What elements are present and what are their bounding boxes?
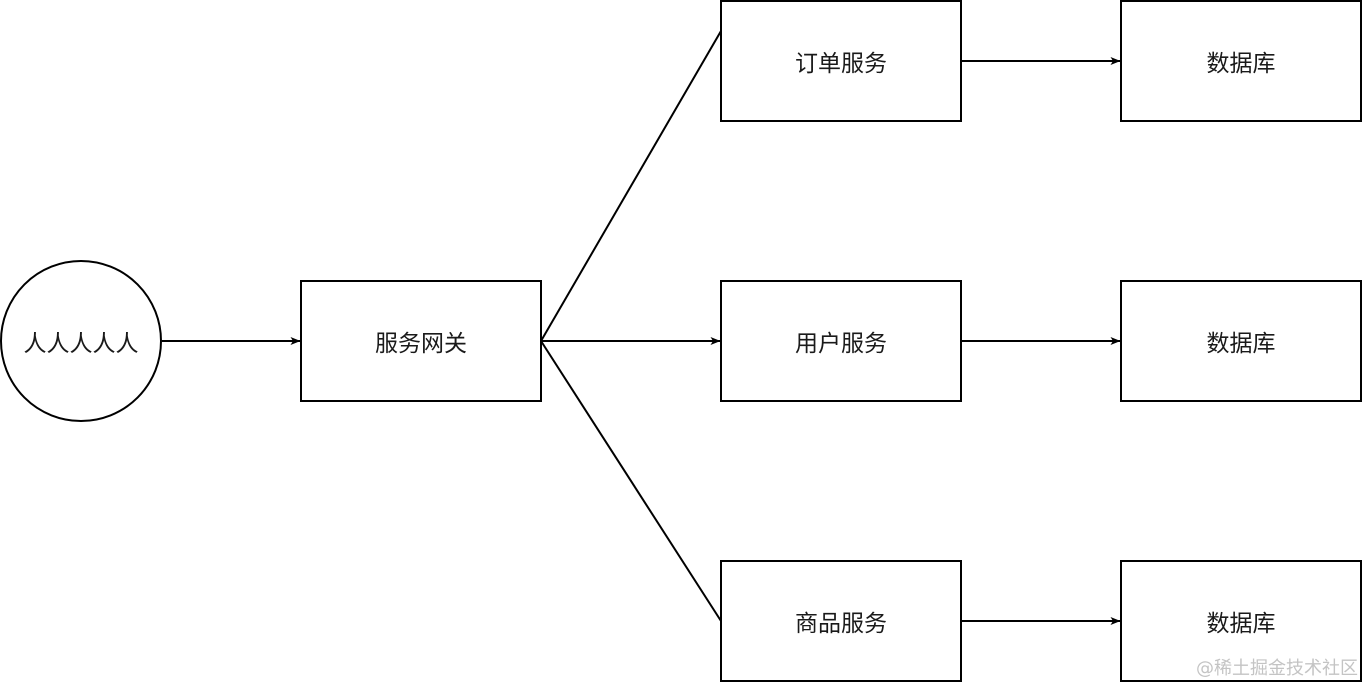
node-users-label: 人人人人人: [23, 331, 139, 357]
node-gateway: 服务网关: [300, 280, 542, 402]
node-user-service-label: 用户服务: [795, 331, 887, 357]
edge-gateway-to-order-service: [540, 30, 722, 342]
node-product-service-label: 商品服务: [795, 611, 887, 637]
node-product-db: 数据库: [1120, 560, 1362, 682]
node-users: 人人人人人: [0, 260, 162, 422]
edge-gateway-to-product-service: [540, 340, 722, 622]
node-product-db-label: 数据库: [1206, 611, 1276, 637]
node-gateway-label: 服务网关: [375, 331, 467, 357]
node-order-db: 数据库: [1120, 0, 1362, 122]
node-user-db: 数据库: [1120, 280, 1362, 402]
node-user-service: 用户服务: [720, 280, 962, 402]
node-order-service: 订单服务: [720, 0, 962, 122]
node-product-service: 商品服务: [720, 560, 962, 682]
watermark: @稀土掘金技术社区: [1196, 658, 1358, 679]
node-order-db-label: 数据库: [1206, 51, 1276, 77]
node-user-db-label: 数据库: [1206, 331, 1276, 357]
node-order-service-label: 订单服务: [795, 51, 887, 77]
